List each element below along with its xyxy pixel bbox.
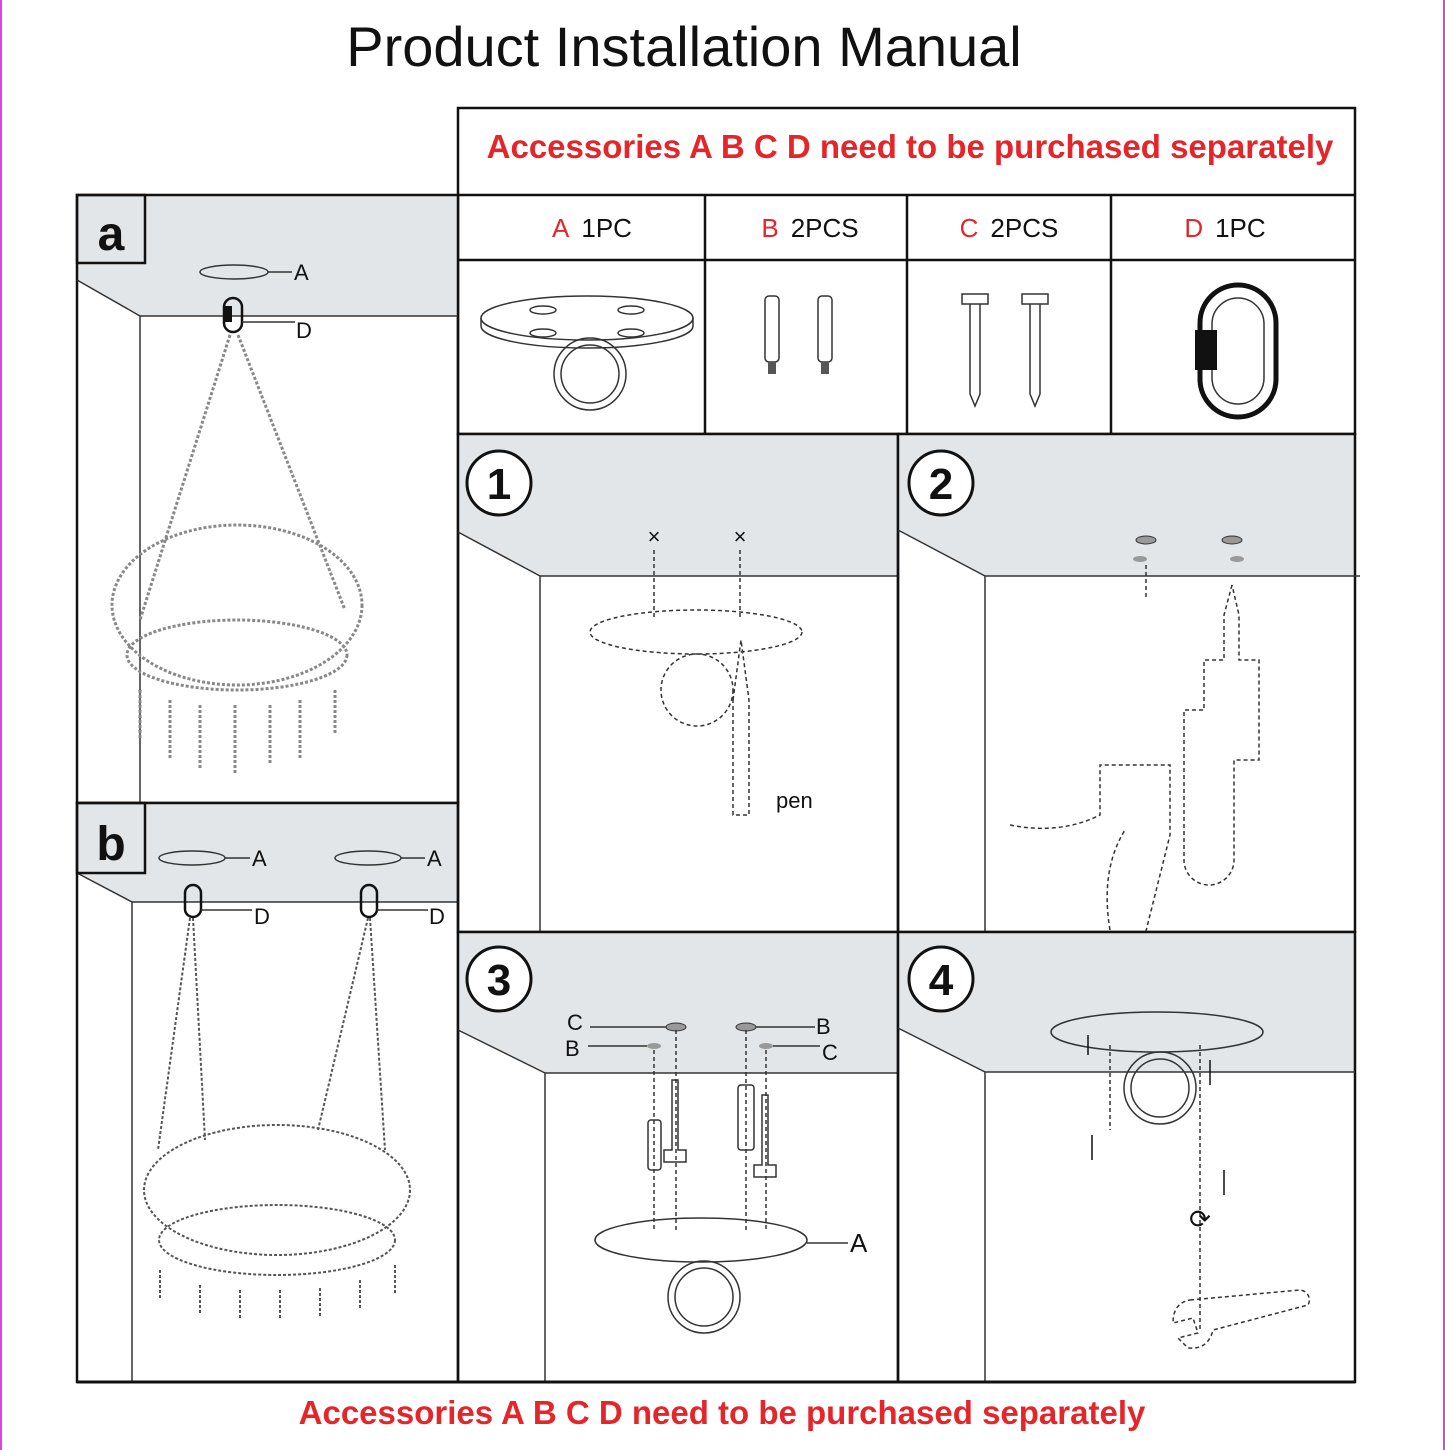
wrench-icon — [1172, 1289, 1311, 1349]
svg-text:×: × — [648, 524, 661, 549]
page-title: Product Installation Manual — [346, 15, 1022, 78]
step-number: 3 — [487, 956, 511, 1005]
callout-d: D — [429, 904, 445, 929]
notice-top: Accessories A B C D need to be purchased… — [487, 128, 1334, 165]
step-2-drill-holes: 2 — [896, 432, 1360, 936]
ceiling-plate-icon — [480, 295, 694, 411]
callout-b: B — [816, 1014, 831, 1039]
panel-b-label: b — [96, 818, 125, 871]
callout-c: C — [567, 1010, 583, 1035]
notice-bottom: Accessories A B C D need to be purchased… — [299, 1394, 1146, 1431]
step-number: 4 — [929, 956, 954, 1005]
step-1-mark-holes: 1 × × pen — [456, 432, 900, 934]
quick-link-icon — [1195, 282, 1279, 420]
callout-b: B — [565, 1036, 580, 1061]
svg-text:×: × — [734, 524, 747, 549]
hammock-chair-illustration — [143, 917, 411, 1320]
panel-a-label: a — [98, 208, 125, 261]
callout-d: D — [296, 318, 312, 343]
hammock-chair-illustration — [110, 334, 364, 775]
callout-a: A — [850, 1228, 868, 1258]
step-3-insert-anchors: 3 C B B C A — [456, 930, 900, 1384]
callout-a: A — [252, 846, 267, 871]
callout-a: A — [294, 260, 309, 285]
wall-anchor-icon — [764, 295, 833, 374]
step-number: 2 — [929, 460, 953, 509]
step-number: 1 — [487, 460, 511, 509]
pen-label: pen — [776, 788, 813, 813]
drill-icon — [1009, 584, 1260, 936]
rotate-icon: ⟳ — [1189, 1204, 1211, 1234]
accessories-table: Accessories A B C D need to be purchased… — [456, 106, 1357, 436]
lag-screw-icon — [961, 293, 1049, 408]
panel-a-single-hanging: a A D — [75, 193, 460, 805]
callout-d: D — [254, 904, 270, 929]
callout-a: A — [427, 846, 442, 871]
callout-c: C — [822, 1040, 838, 1065]
step-4-fasten-plate: 4 ⟳ — [896, 930, 1357, 1384]
panel-b-double-hanging: b A D A D — [75, 801, 460, 1384]
